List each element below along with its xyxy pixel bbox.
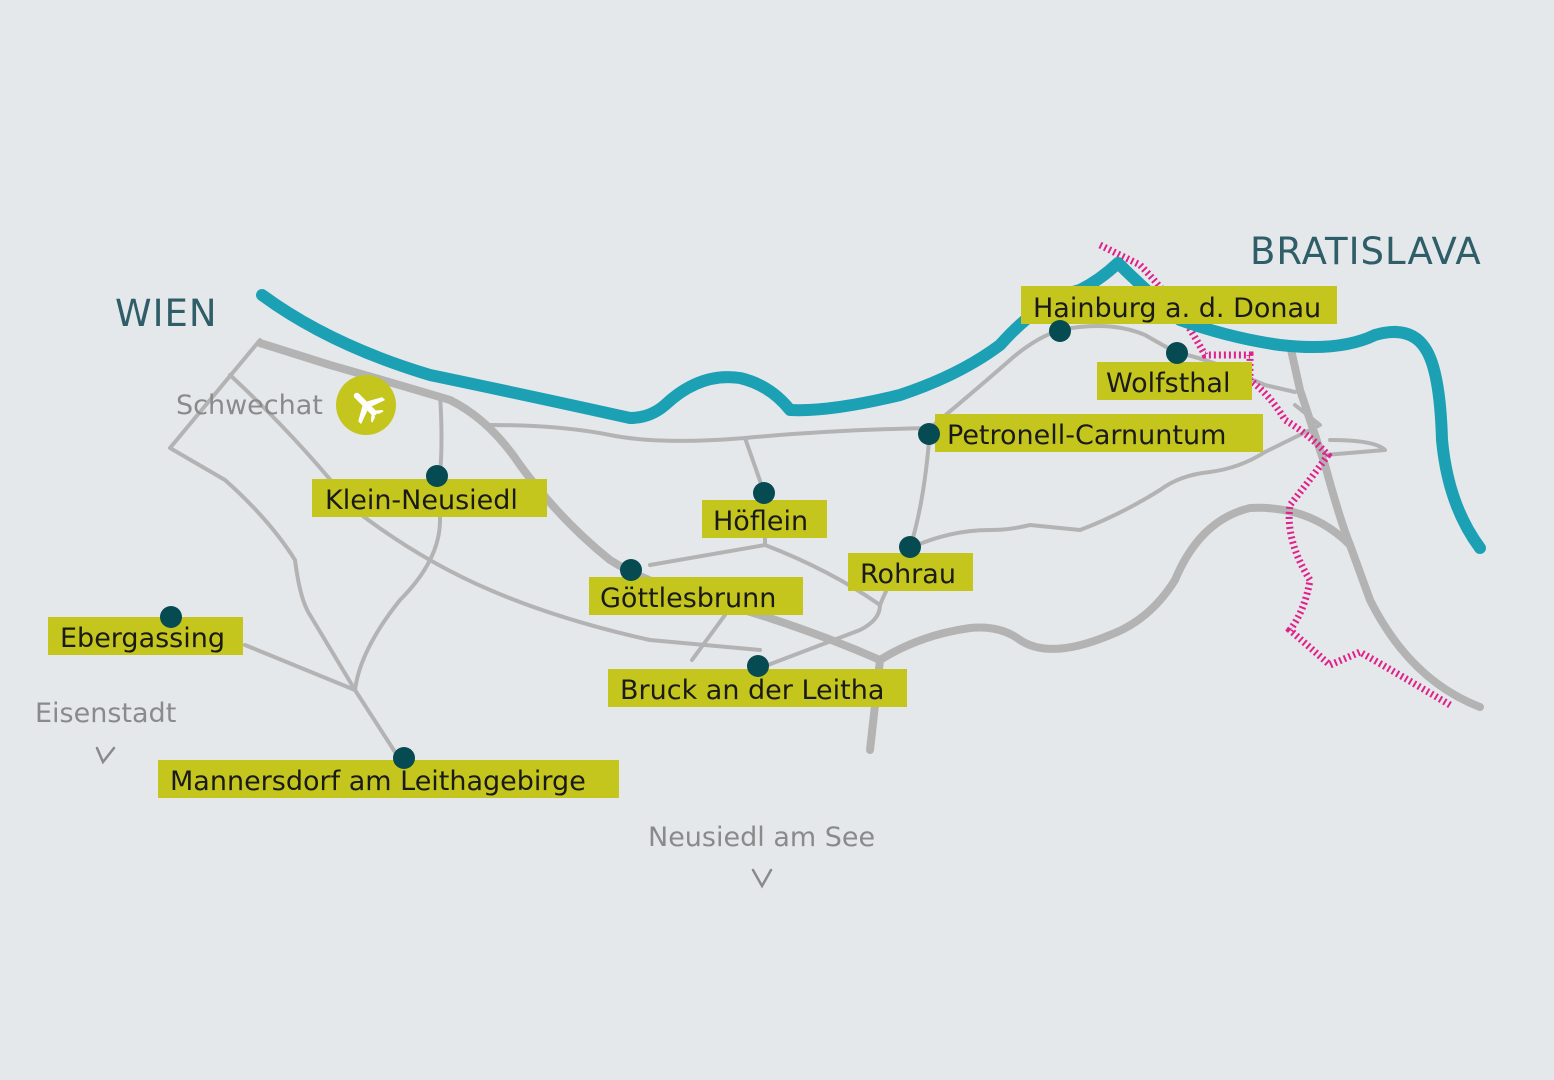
- town-dot-rohrau: [899, 536, 921, 558]
- minor-roads: [168, 324, 1387, 754]
- road-segment: [690, 613, 727, 662]
- town-label-bruck: Bruck an der Leitha: [620, 675, 884, 706]
- road-segment: [1323, 438, 1387, 457]
- town-label-hainburg: Hainburg a. d. Donau: [1033, 293, 1321, 324]
- road-segment: [168, 338, 397, 754]
- town-dot-ebergassing: [160, 606, 182, 628]
- town-label-rohrau: Rohrau: [860, 559, 956, 590]
- road-segment: [648, 543, 767, 567]
- town-dots: [160, 320, 1188, 769]
- road-segment: [743, 436, 882, 670]
- river-danube: [256, 257, 1486, 554]
- town-label-hoeflein: Höflein: [713, 506, 808, 537]
- town-dot-petronell: [918, 423, 940, 445]
- town-label-goettlesbrunn: Göttlesbrunn: [600, 583, 776, 614]
- airplane-icon: [353, 392, 386, 425]
- town-dot-hoeflein: [753, 482, 775, 504]
- road-segment: [228, 373, 762, 652]
- label-box-ebergassing: [48, 617, 243, 655]
- direction-arrow-neusiedl: [751, 868, 773, 889]
- town-label-wolfsthal: Wolfsthal: [1106, 368, 1230, 399]
- road-segment: [908, 450, 1267, 550]
- label-box-wolfsthal: [1097, 362, 1252, 400]
- direction-arrow-eisenstadt: [95, 746, 116, 765]
- town-label-klein-neusiedl: Klein-Neusiedl: [325, 485, 518, 516]
- label-box-klein-neusiedl: [312, 479, 547, 517]
- road-segment: [488, 423, 932, 443]
- major-roads: [256, 339, 1484, 754]
- label-box-goettlesbrunn: [589, 577, 803, 615]
- town-label-petronell: Petronell-Carnuntum: [947, 420, 1226, 451]
- place-label-neusiedl-am-see: Neusiedl am See: [648, 822, 875, 853]
- motorway-a4: [256, 339, 884, 754]
- town-labels: Hainburg a. d. Donau Wolfsthal Petronell…: [60, 293, 1321, 797]
- town-dot-wolfsthal: [1166, 342, 1188, 364]
- place-label-eisenstadt: Eisenstadt: [35, 698, 176, 729]
- label-box-petronell: [935, 414, 1263, 452]
- place-label-schwechat: Schwechat: [176, 390, 323, 421]
- airport-marker: [336, 375, 396, 435]
- motorway-east: [876, 503, 1354, 664]
- label-box-hainburg: [1021, 286, 1337, 324]
- label-box-hoeflein: [702, 500, 827, 538]
- town-label-boxes: [48, 286, 1337, 798]
- city-label-wien: WIEN: [115, 292, 218, 335]
- town-dot-goettlesbrunn: [620, 559, 642, 581]
- label-box-mannersdorf: [158, 760, 619, 798]
- town-dot-klein-neusiedl: [426, 465, 448, 487]
- town-label-ebergassing: Ebergassing: [60, 623, 225, 654]
- town-dot-hainburg: [1049, 320, 1071, 342]
- road-segment: [243, 393, 444, 692]
- country-border: [1098, 241, 1452, 709]
- road-segment: [928, 328, 1062, 430]
- town-label-mannersdorf: Mannersdorf am Leithagebirge: [170, 766, 586, 797]
- city-label-bratislava: BRATISLAVA: [1250, 230, 1482, 273]
- town-dot-bruck: [747, 655, 769, 677]
- town-dot-mannersdorf: [393, 747, 415, 769]
- label-box-rohrau: [848, 553, 973, 591]
- road-to-bratislava: [1286, 341, 1484, 711]
